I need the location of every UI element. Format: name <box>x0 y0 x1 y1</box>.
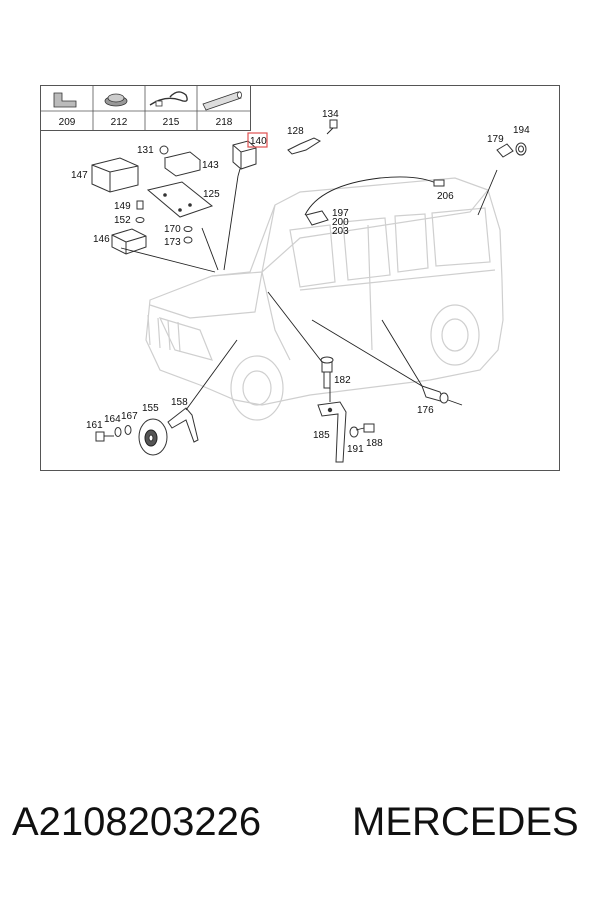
callout-200[interactable]: 200 <box>332 217 349 228</box>
highlight-140 <box>247 132 268 148</box>
nut-173 <box>183 236 193 244</box>
connector-197 <box>305 210 329 226</box>
relay-carrier-143 <box>163 151 202 177</box>
callout-143[interactable]: 143 <box>202 160 219 171</box>
callout-170[interactable]: 170 <box>164 224 181 235</box>
callout-179[interactable]: 179 <box>487 134 504 145</box>
callout-146[interactable]: 146 <box>93 234 110 245</box>
grommet-194 <box>515 142 527 156</box>
legend-label-218: 218 <box>216 117 233 128</box>
grommet-icon <box>104 93 128 107</box>
legend-label-215: 215 <box>163 117 180 128</box>
callout-164[interactable]: 164 <box>104 414 121 425</box>
tab-clip-icon <box>53 92 77 108</box>
bracket-128 <box>287 137 322 155</box>
callout-149[interactable]: 149 <box>114 201 131 212</box>
bolt-188 <box>355 423 375 433</box>
horn-155 <box>138 418 168 456</box>
callout-134[interactable]: 134 <box>322 109 339 120</box>
callout-173[interactable]: 173 <box>164 237 181 248</box>
washer-152 <box>135 217 145 223</box>
bracket-185 <box>317 401 347 463</box>
washer-164 <box>114 427 122 437</box>
callout-197[interactable]: 197 <box>332 208 349 219</box>
module-146 <box>111 228 147 255</box>
callout-140[interactable]: 140 <box>250 136 267 147</box>
parts-diagram: 209 212 215 218 <box>40 85 560 471</box>
callout-194[interactable]: 194 <box>513 125 530 136</box>
legend: 209 212 215 218 <box>40 85 251 131</box>
parts <box>91 119 527 463</box>
control-unit-147 <box>91 157 139 193</box>
callout-188[interactable]: 188 <box>366 438 383 449</box>
callout-158[interactable]: 158 <box>171 397 188 408</box>
screw-149 <box>136 200 144 210</box>
callout-191[interactable]: 191 <box>347 444 364 455</box>
nut-191 <box>349 426 359 438</box>
footer: A2108203226 MERCEDES <box>0 800 600 870</box>
sensor-176 <box>421 385 463 406</box>
callout-206[interactable]: 206 <box>437 191 454 202</box>
nut-131 <box>159 145 169 155</box>
pin-182 <box>320 356 334 389</box>
diagram-frame <box>40 85 560 471</box>
mounting-plate-125 <box>146 181 214 218</box>
callout-152[interactable]: 152 <box>114 215 131 226</box>
callout-167[interactable]: 167 <box>121 411 138 422</box>
sensor-179 <box>496 143 514 158</box>
brand-name: MERCEDES <box>352 800 579 844</box>
bracket-158 <box>167 407 199 443</box>
leader-lines <box>120 169 498 411</box>
callout-155[interactable]: 155 <box>142 403 159 414</box>
part-number: A2108203226 <box>12 800 262 844</box>
callout-203[interactable]: 203 <box>332 226 349 237</box>
callout-131[interactable]: 131 <box>137 145 154 156</box>
bolt-161 <box>95 431 114 442</box>
cable-tie-icon <box>149 91 188 107</box>
legend-label-209: 209 <box>59 117 76 128</box>
legend-label-212: 212 <box>111 117 128 128</box>
washer-167 <box>124 425 132 435</box>
callout-125[interactable]: 125 <box>203 189 220 200</box>
callout-161[interactable]: 161 <box>86 420 103 431</box>
washer-170 <box>183 226 193 232</box>
callout-182[interactable]: 182 <box>334 375 351 386</box>
callout-128[interactable]: 128 <box>287 126 304 137</box>
callout-labels: 140 128 134 179 194 131 143 147 125 149 … <box>71 109 530 455</box>
vehicle-outline <box>145 177 504 421</box>
callout-176[interactable]: 176 <box>417 405 434 416</box>
callout-185[interactable]: 185 <box>313 430 330 441</box>
tube-icon <box>202 91 242 111</box>
callout-147[interactable]: 147 <box>71 170 88 181</box>
bolt-134 <box>326 119 338 135</box>
cable-206 <box>304 176 445 216</box>
